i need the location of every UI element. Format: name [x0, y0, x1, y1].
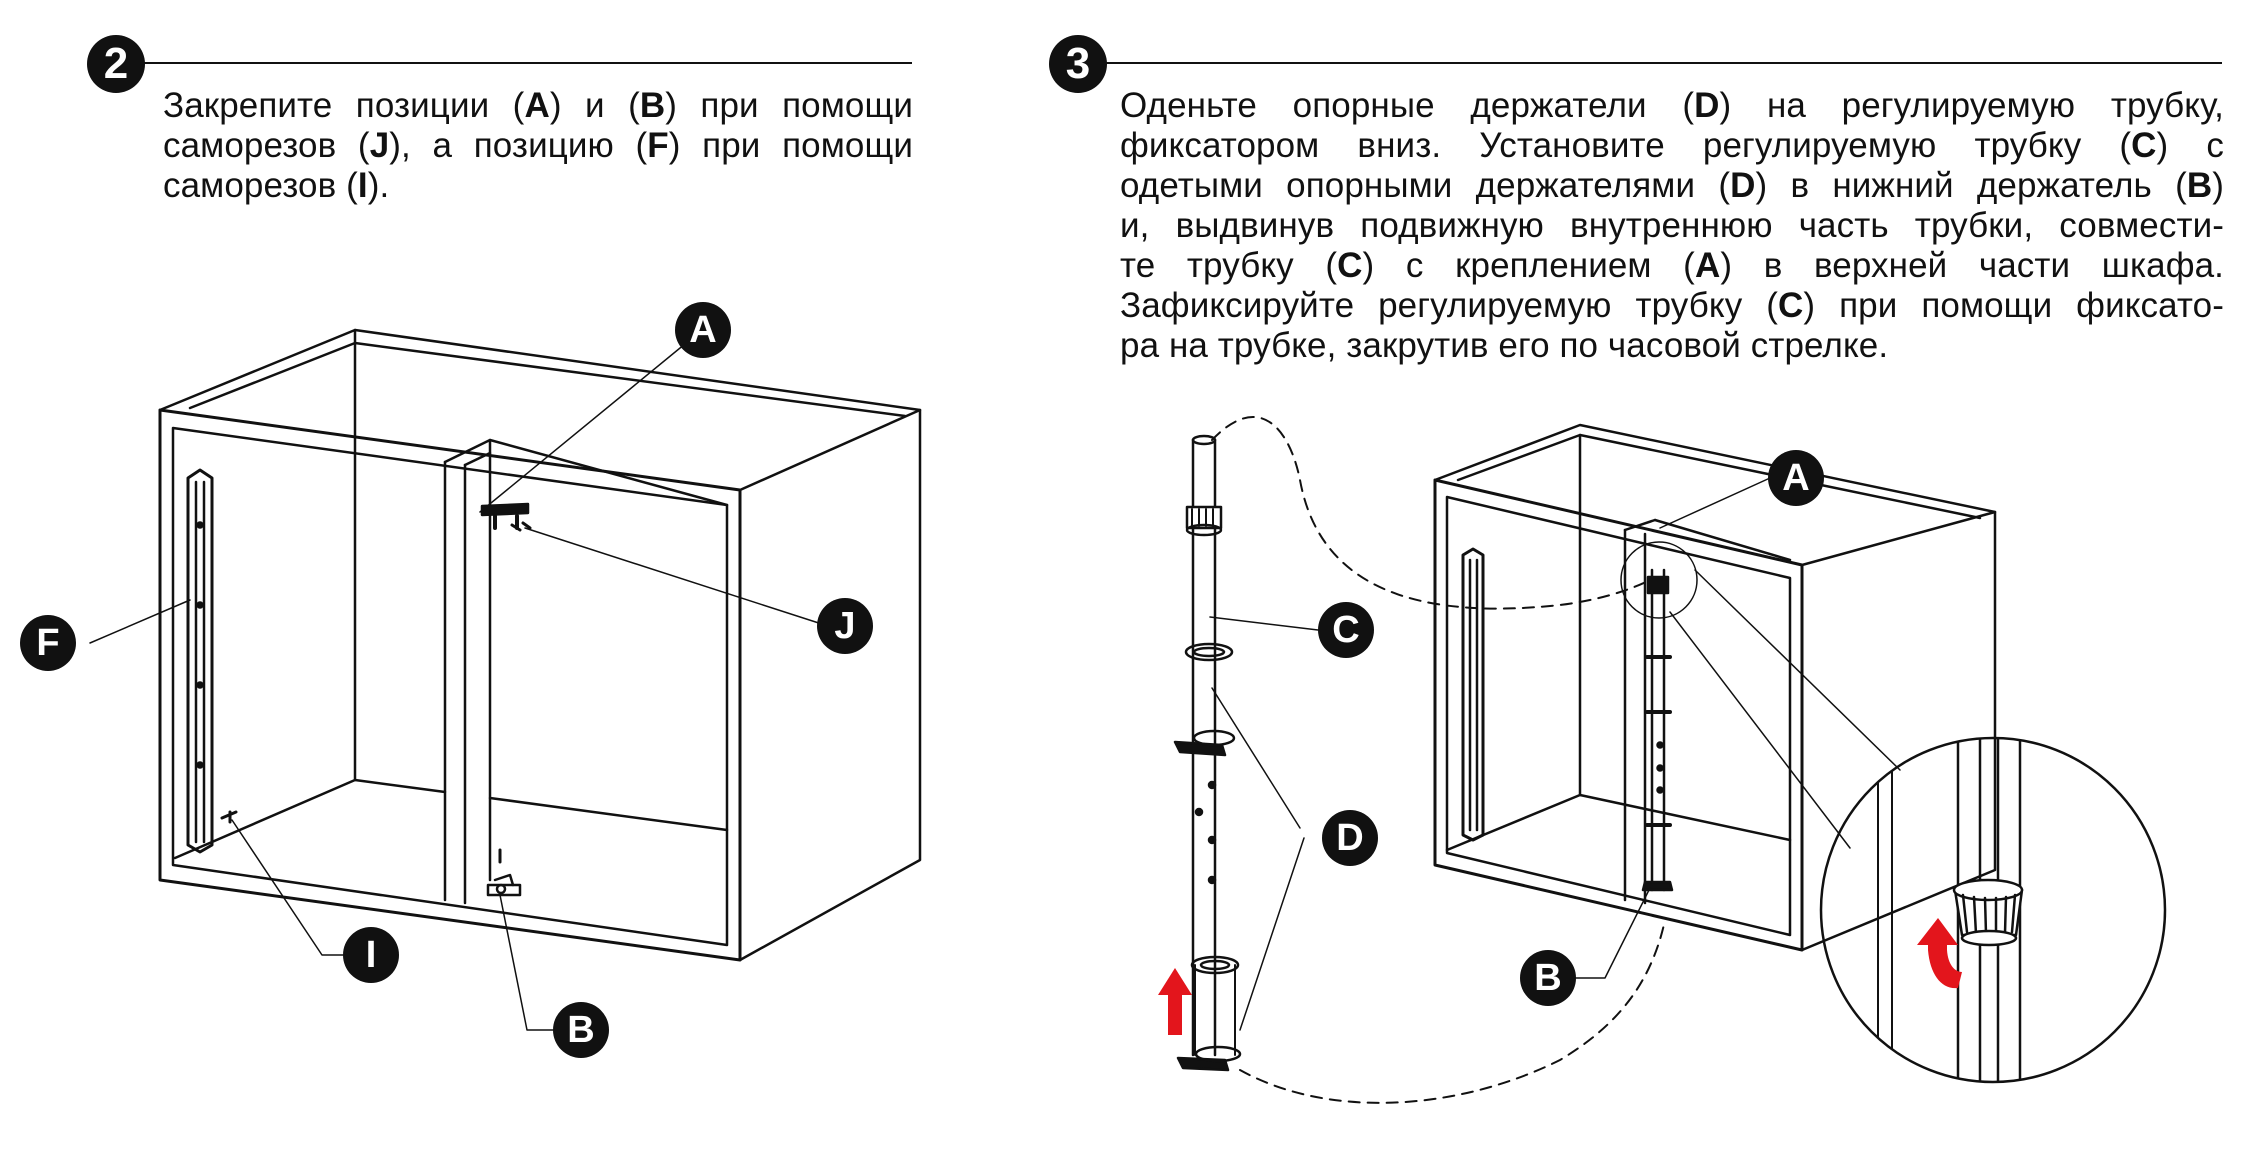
instruction-text: ) при помощи: [668, 126, 913, 165]
step-2-badge: 2: [87, 35, 145, 93]
instruction-text: ) в верхней части шкафа.: [1720, 246, 2224, 285]
instruction-line: фиксатором вниз. Установите регулируемую…: [1120, 126, 2224, 166]
instruction-text: Зафиксируйте регулируемую трубку (: [1120, 286, 1779, 325]
instruction-text: Оденьте опорные держатели (: [1120, 86, 1695, 125]
instruction-text: ) с креплением (: [1362, 246, 1695, 285]
instruction-text: ).: [367, 166, 390, 205]
step-3-badge: 3: [1049, 35, 1107, 93]
part-reference: J: [369, 126, 390, 165]
part-reference: D: [1730, 166, 1756, 205]
part-reference: D: [1694, 86, 1720, 125]
callout-f-step2: F: [20, 615, 76, 671]
instruction-text: ) в нижний держатель (: [1755, 166, 2187, 205]
part-reference: I: [357, 166, 368, 205]
instruction-text: одетыми опорными держателями (: [1120, 166, 1731, 205]
zoom-detail: [1819, 736, 2167, 1084]
instruction-text: ): [2212, 166, 2224, 205]
instruction-text: саморезов (: [163, 166, 358, 205]
part-reference: F: [647, 126, 669, 165]
instruction-line: и, выдвинув подвижную внутреннюю часть т…: [1120, 206, 2224, 246]
instruction-line: саморезов (J), а позицию (F) при помощи: [163, 126, 913, 166]
instruction-line: одетыми опорными держателями (D) в нижни…: [1120, 166, 2224, 206]
part-reference: C: [1778, 286, 1804, 325]
instruction-line: Оденьте опорные держатели (D) на регулир…: [1120, 86, 2224, 126]
callout-b-step3: B: [1520, 950, 1576, 1006]
callout-b-step2: B: [553, 1002, 609, 1058]
callout-d-step3: D: [1322, 810, 1378, 866]
part-reference: A: [524, 86, 550, 125]
part-reference: A: [1694, 246, 1721, 285]
callout-i-step2: I: [343, 927, 399, 983]
part-reference: C: [2131, 126, 2157, 165]
instruction-text: ра на трубке, закрутив его по часовой ст…: [1120, 326, 1889, 365]
instruction-line: Закрепите позиции (A) и (B) при помощи: [163, 86, 913, 126]
instruction-text: ) на регулируемую трубку,: [1719, 86, 2224, 125]
part-reference: B: [639, 86, 666, 125]
callout-c-step3: C: [1318, 602, 1374, 658]
step-2-rule: [140, 62, 912, 64]
instruction-text: ) и (: [549, 86, 640, 125]
instruction-text: ) при помощи: [665, 86, 913, 125]
instruction-text: Закрепите позиции (: [163, 86, 525, 125]
part-reference: C: [1337, 246, 1363, 285]
callout-a-step3: A: [1768, 450, 1824, 506]
up-arrow-icon: [1158, 968, 1192, 1035]
callout-j-step2: J: [817, 598, 873, 654]
instruction-text: и, выдвинув подвижную внутреннюю часть т…: [1120, 206, 2224, 245]
instruction-text: ) при помощи фиксато-: [1803, 286, 2224, 325]
step-3-cabinet: [1433, 423, 1997, 979]
instruction-text: саморезов (: [163, 126, 370, 165]
rotate-arrow-icon: [1917, 918, 1962, 989]
instruction-line: ра на трубке, закрутив его по часовой ст…: [1120, 326, 2224, 366]
callout-a-step2: A: [675, 302, 731, 358]
instruction-line: Зафиксируйте регулируемую трубку (C) при…: [1120, 286, 2224, 326]
instruction-line: те трубку (C) с креплением (A) в верхней…: [1120, 246, 2224, 286]
instruction-text: ) с: [2156, 126, 2224, 165]
instruction-text: ), а позицию (: [389, 126, 648, 165]
step-2-cabinet: [89, 328, 922, 1031]
step-3-tube-assembly: [1173, 416, 1666, 1104]
instruction-text: те трубку (: [1120, 246, 1338, 285]
part-reference: B: [2186, 166, 2213, 205]
instruction-line: саморезов (I).: [163, 166, 913, 206]
instruction-text: фиксатором вниз. Установите регулируемую…: [1120, 126, 2132, 165]
step-3-instructions: Оденьте опорные держатели (D) на регулир…: [1120, 86, 2224, 366]
step-3-rule: [1102, 62, 2222, 64]
